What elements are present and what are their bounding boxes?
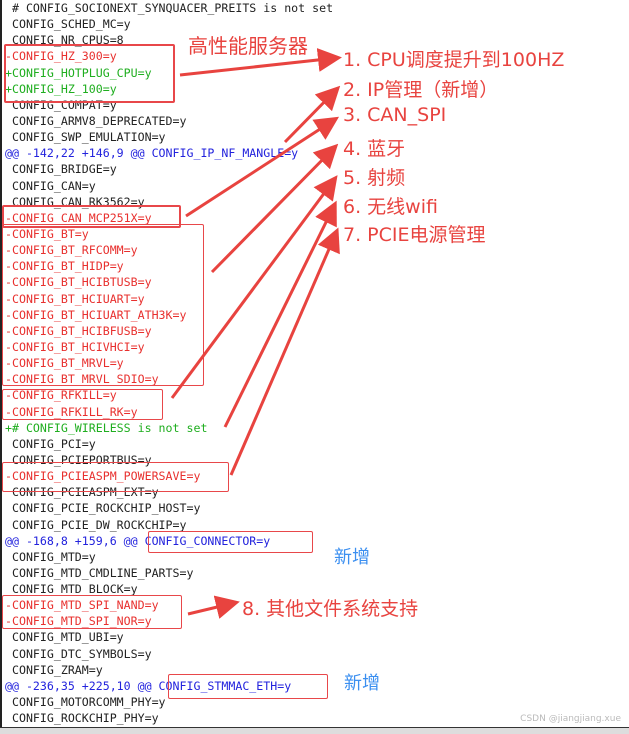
server-label: 高性能服务器 — [188, 34, 308, 58]
annotation-item: 5. 射频 — [343, 167, 406, 189]
diff-line-ctx: CONFIG_PCIE_DW_ROCKCHIP=y — [5, 517, 187, 532]
diff-line-ctx: CONFIG_ZRAM=y — [5, 662, 103, 677]
diff-line-ctx: CONFIG_MTD_BLOCK=y — [5, 582, 138, 597]
annotation-item: 4. 蓝牙 — [343, 138, 406, 160]
arrow-2 — [283, 85, 341, 144]
annotation-item: 7. PCIE电源管理 — [343, 224, 486, 246]
arrow-4 — [210, 143, 339, 274]
annotation-item: 3. CAN_SPI — [343, 104, 447, 126]
arrow-5 — [170, 175, 338, 399]
annotation-item-8: 8. 其他文件系统支持 — [242, 598, 419, 620]
diff-line-ctx: CONFIG_MTD_UBI=y — [5, 630, 124, 645]
diff-line-ctx: CONFIG_SWP_EMULATION=y — [5, 130, 166, 145]
diff-line-ctx: CONFIG_MOTORCOMM_PHY=y — [5, 695, 166, 710]
diff-line-ctx: CONFIG_ARMV8_DEPRECATED=y — [5, 113, 187, 128]
diff-line-add: +# CONFIG_WIRELESS is not set — [5, 420, 208, 435]
diff-line-hunk: @@ -142,22 +146,9 @@ CONFIG_IP_NF_MANGLE… — [5, 146, 299, 161]
diff-line-del: -CONFIG_BT_RFCOMM=y — [5, 243, 138, 258]
diff-line-del: -CONFIG_RFKILL=y — [5, 388, 117, 403]
annotation-item: 2. IP管理（新增） — [343, 79, 499, 101]
arrow-7 — [229, 227, 340, 476]
new-label: 新增 — [334, 547, 370, 568]
diff-line-add: +CONFIG_HOTPLUG_CPU=y — [5, 65, 152, 80]
diff-line-del: -CONFIG_BT_HCIUART=y — [5, 291, 145, 306]
diff-line-ctx: CONFIG_MTD_CMDLINE_PARTS=y — [5, 565, 194, 580]
watermark: CSDN @jiangjiang.xue — [520, 714, 621, 724]
diff-line-del: -CONFIG_BT_MRVL_SDIO=y — [5, 372, 159, 387]
diff-line-del: -CONFIG_PCIEASPM_POWERSAVE=y — [5, 469, 201, 484]
diff-line-del: -CONFIG_HZ_300=y — [5, 49, 117, 64]
diff-line-ctx: CONFIG_MTD=y — [5, 549, 96, 564]
highlight-box-mtd-spi — [2, 595, 182, 629]
highlight-box-connector — [148, 531, 313, 553]
diff-line-ctx: CONFIG_ROCKCHIP_PHY=y — [5, 711, 159, 726]
diff-line-del: -CONFIG_CAN_MCP251X=y — [5, 210, 152, 225]
arrow-1 — [179, 48, 342, 77]
highlight-box-hz — [4, 44, 175, 103]
diff-line-del: -CONFIG_MTD_SPI_NAND=y — [5, 598, 159, 613]
diff-line-del: -CONFIG_BT_HCIBFUSB=y — [5, 323, 152, 338]
highlight-box-rfkill — [2, 389, 163, 420]
highlight-box-pcieaspm — [2, 462, 229, 492]
diff-line-ctx: CONFIG_PCI=y — [5, 436, 96, 451]
diff-line-ctx: CONFIG_BRIDGE=y — [5, 162, 117, 177]
annotation-item: 6. 无线wifi — [343, 196, 438, 218]
highlight-box-stmmac — [168, 674, 328, 699]
diff-line-del: -CONFIG_BT_MRVL=y — [5, 356, 124, 371]
diff-line-ctx: CONFIG_PCIEPORTBUS=y — [5, 452, 152, 467]
diff-line-del: -CONFIG_BT_HIDP=y — [5, 259, 124, 274]
diff-line-del: -CONFIG_RFKILL_RK=y — [5, 404, 138, 419]
diff-line-hunk: @@ -168,8 +159,6 @@ CONFIG_CONNECTOR=y — [5, 533, 271, 548]
diff-lines: # CONFIG_SOCIONEXT_SYNQUACER_PREITS is n… — [5, 0, 333, 726]
diff-line-del: -CONFIG_BT_HCIVHCI=y — [5, 339, 145, 354]
diff-line-ctx: CONFIG_NR_CPUS=8 — [5, 33, 124, 48]
diff-line-ctx: CONFIG_PCIE_ROCKCHIP_HOST=y — [5, 501, 201, 516]
diff-line-add: +CONFIG_HZ_100=y — [5, 81, 117, 96]
diff-line-ctx: CONFIG_CAN=y — [5, 178, 96, 193]
diff-line-ctx: CONFIG_SCHED_MC=y — [5, 17, 131, 32]
diff-line-del: -CONFIG_BT=y — [5, 226, 89, 241]
diff-line-ctx: CONFIG_DTC_SYMBOLS=y — [5, 646, 152, 661]
diff-line-del: -CONFIG_BT_HCIUART_ATH3K=y — [5, 307, 187, 322]
horizontal-scrollbar[interactable] — [0, 727, 629, 734]
diff-line-ctx: CONFIG_PCIEASPM_EXT=y — [5, 485, 159, 500]
diff-line-del: -CONFIG_BT_HCIBTUSB=y — [5, 275, 152, 290]
arrow-8 — [187, 595, 240, 619]
diff-line-ctx: # CONFIG_SOCIONEXT_SYNQUACER_PREITS is n… — [5, 1, 334, 15]
annotation-item: 1. CPU调度提升到100HZ — [343, 49, 565, 71]
arrow-3 — [185, 116, 340, 218]
new-label: 新增 — [344, 673, 380, 694]
arrow-6 — [223, 200, 337, 428]
highlight-box-can — [2, 205, 181, 228]
highlight-box-bt — [2, 224, 204, 386]
diff-line-del: -CONFIG_MTD_SPI_NOR=y — [5, 614, 152, 629]
diff-line-hunk: @@ -236,35 +225,10 @@ CONFIG_STMMAC_ETH=… — [5, 678, 292, 693]
